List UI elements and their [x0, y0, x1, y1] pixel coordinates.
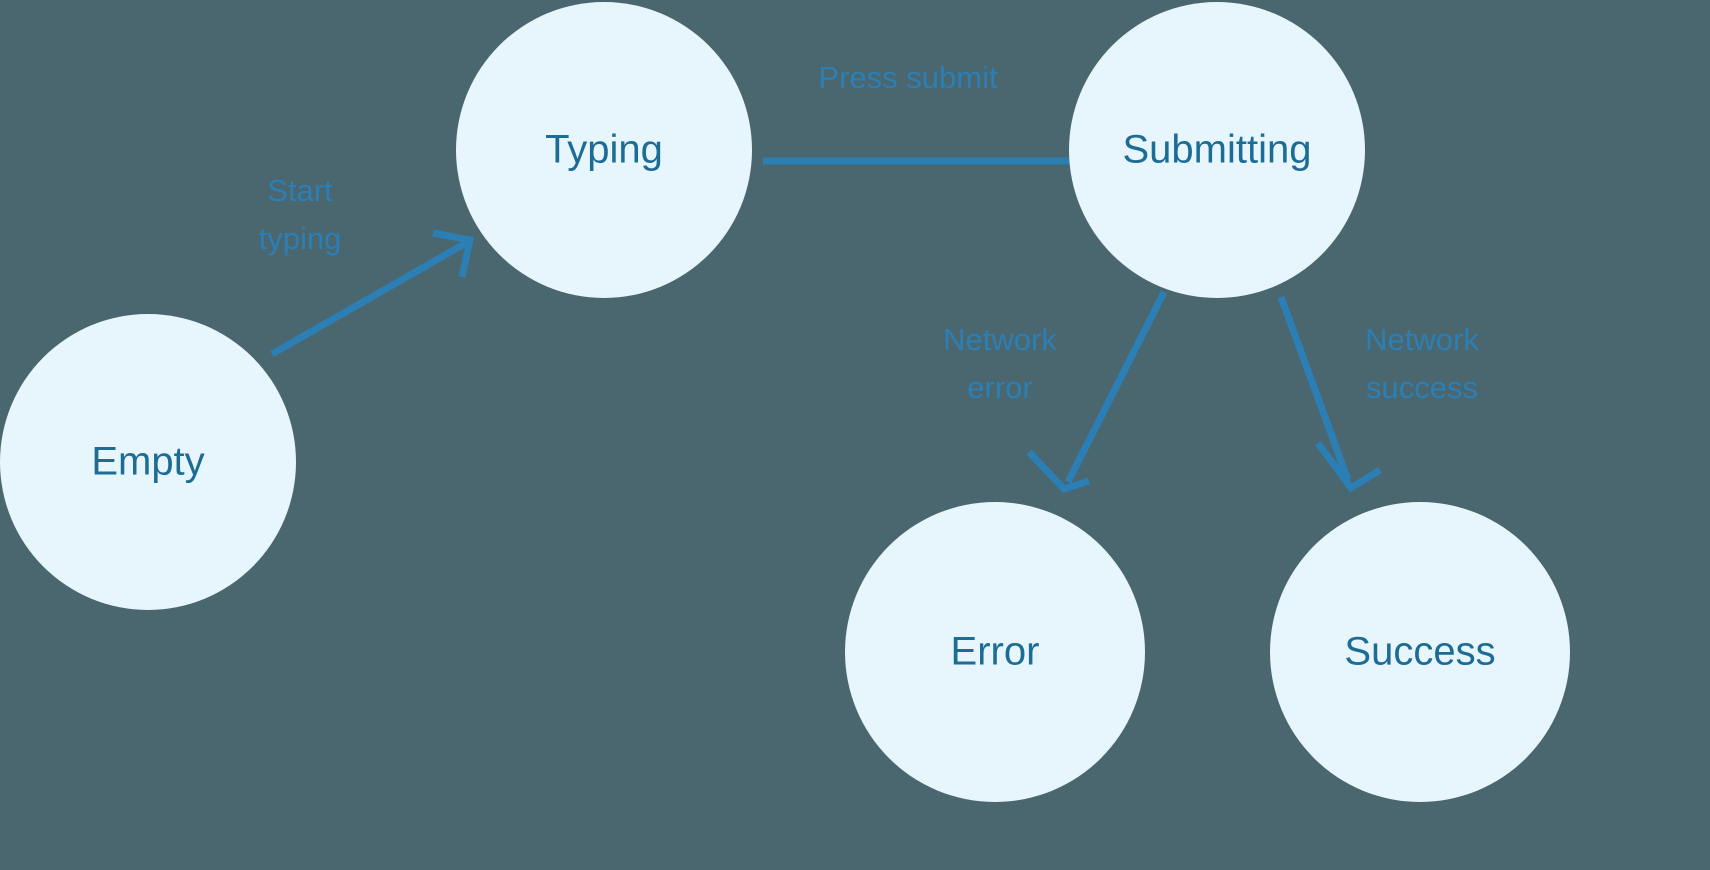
edge-submitting-to-success	[1277, 295, 1382, 493]
edge-label-network-success: Network success	[1365, 322, 1479, 405]
state-node-error[interactable]: Error	[845, 502, 1145, 802]
edge-empty-to-typing	[270, 229, 475, 358]
edge-label-line: error	[967, 370, 1032, 405]
edge-label-line: Start	[267, 173, 333, 208]
state-circle-empty[interactable]	[0, 314, 296, 610]
state-label-empty: Empty	[91, 440, 204, 484]
state-circle-typing[interactable]	[456, 2, 752, 298]
arrowhead-submitting-error	[1026, 449, 1091, 494]
edge-line-submitting-error	[1064, 290, 1168, 484]
edge-label-line: Press submit	[818, 60, 998, 95]
state-circle-success[interactable]	[1270, 502, 1570, 802]
arrowhead-submitting-success	[1315, 440, 1382, 493]
state-node-empty[interactable]: Empty	[0, 314, 296, 610]
edge-label-line: success	[1366, 370, 1478, 405]
state-label-submitting: Submitting	[1123, 128, 1312, 172]
edge-label-start-typing: Start typing	[259, 173, 342, 256]
edge-line-submitting-success	[1277, 295, 1352, 482]
state-label-typing: Typing	[545, 128, 663, 172]
state-node-submitting[interactable]: Submitting	[1069, 2, 1365, 298]
arrowhead-empty-typing	[432, 229, 475, 278]
edge-submitting-to-error	[1026, 290, 1168, 494]
edge-label-press-submit: Press submit	[818, 60, 998, 95]
state-label-error: Error	[951, 630, 1040, 674]
state-label-success: Success	[1344, 630, 1495, 674]
state-node-success[interactable]: Success	[1270, 502, 1570, 802]
edge-line-empty-typing	[270, 239, 468, 358]
edge-label-line: Network	[1365, 322, 1479, 357]
edge-label-line: Network	[943, 322, 1057, 357]
state-node-typing[interactable]: Typing	[456, 2, 752, 298]
edge-label-line: typing	[259, 221, 342, 256]
state-circle-error[interactable]	[845, 502, 1145, 802]
edge-label-network-error: Network error	[943, 322, 1057, 405]
state-circle-submitting[interactable]	[1069, 2, 1365, 298]
